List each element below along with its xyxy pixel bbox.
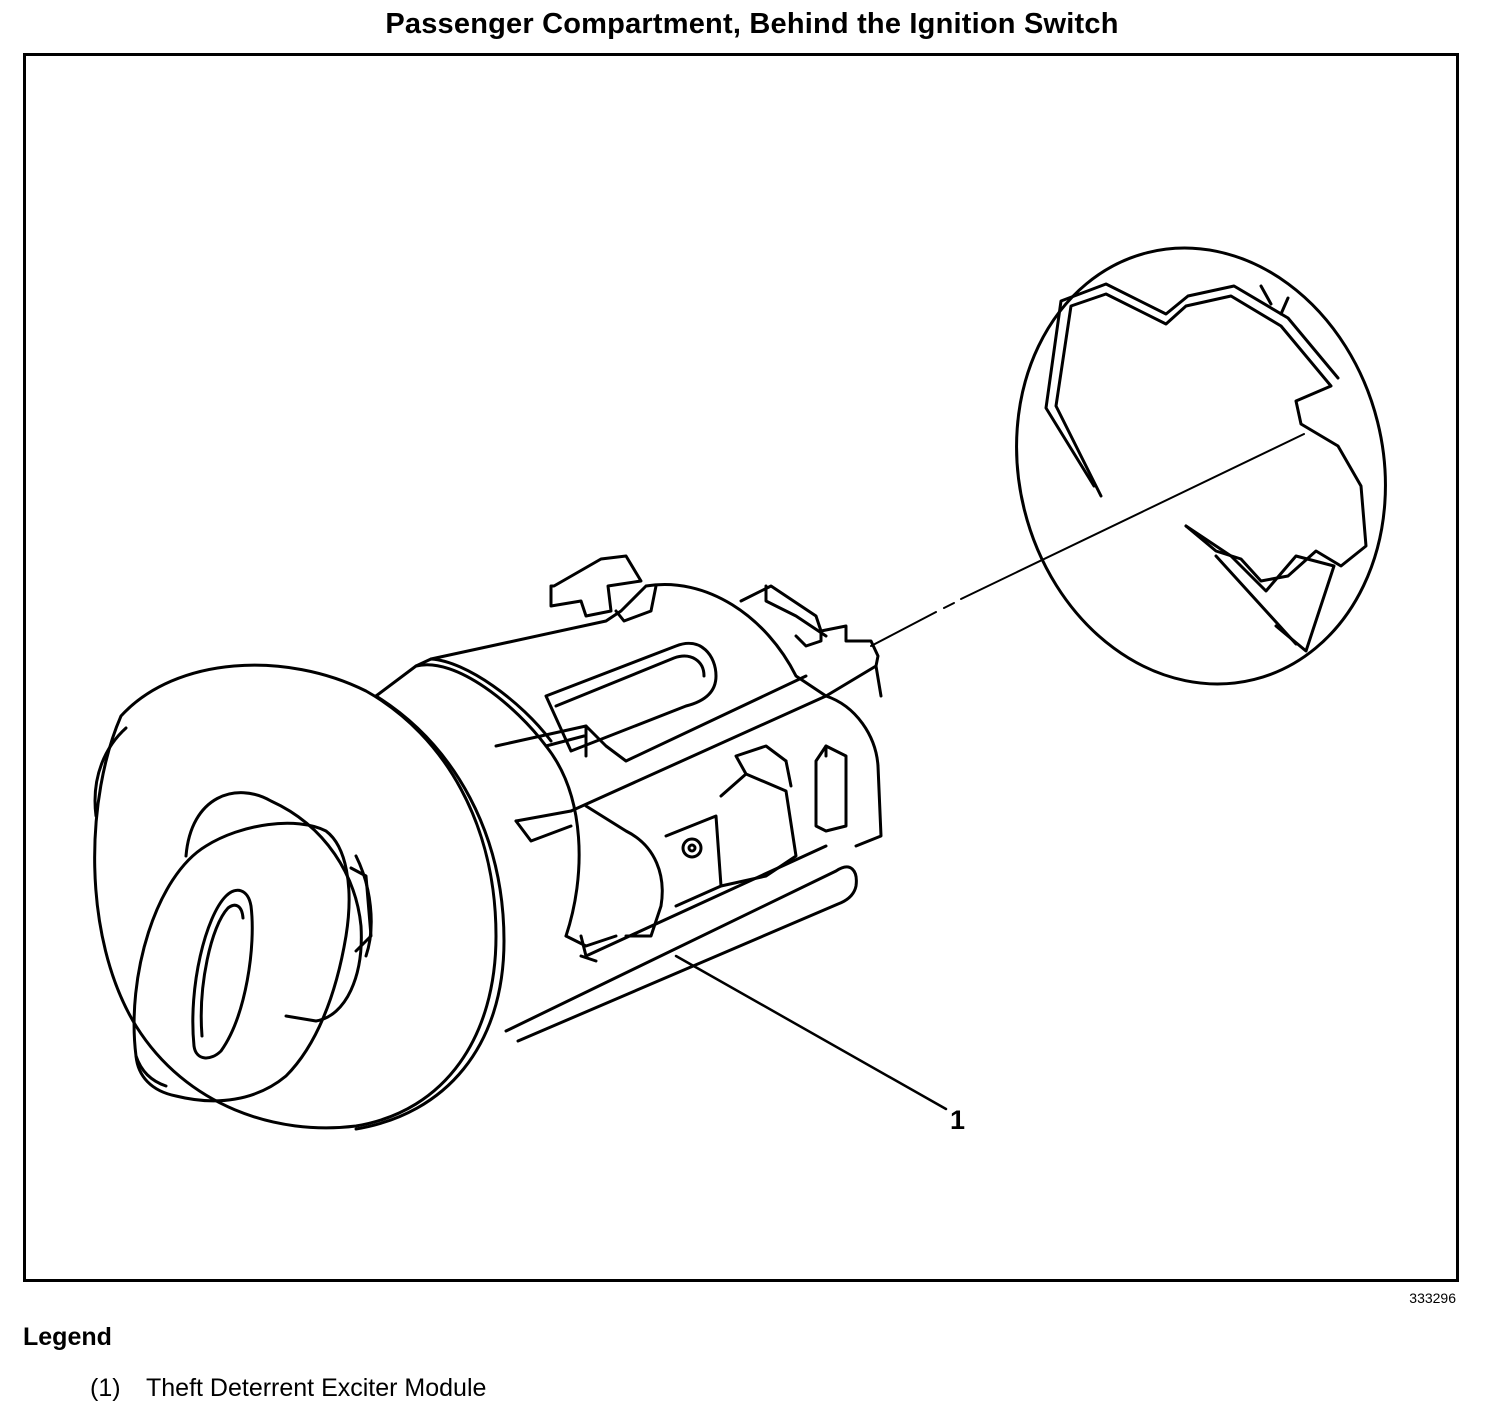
- illustration-frame: 1: [23, 53, 1459, 1282]
- detail-leader-line: [870, 433, 1305, 647]
- switch-housing: [374, 583, 883, 948]
- callout-label-1: 1: [950, 1105, 965, 1135]
- exciter-module-rod: [504, 844, 858, 1043]
- callout-1: 1: [674, 954, 965, 1135]
- key-head: [132, 821, 351, 1103]
- ignition-switch-illustration: 1: [93, 246, 1387, 1135]
- figure-number: 333296: [1409, 1290, 1456, 1306]
- legend-item: (1) Theft Deterrent Exciter Module: [90, 1374, 486, 1403]
- housing-slot: [544, 641, 718, 753]
- legend-heading: Legend: [23, 1323, 112, 1351]
- legend-item-text: Theft Deterrent Exciter Module: [146, 1374, 487, 1402]
- legend-item-number: (1): [90, 1374, 121, 1402]
- detail-magnifier: [1015, 246, 1387, 686]
- cylinder-recess: [184, 791, 373, 1023]
- switch-bezel: [93, 663, 506, 1131]
- page-title: Passenger Compartment, Behind the Igniti…: [385, 8, 1119, 40]
- housing-top-tabs: [549, 554, 883, 698]
- housing-latch: [584, 744, 848, 938]
